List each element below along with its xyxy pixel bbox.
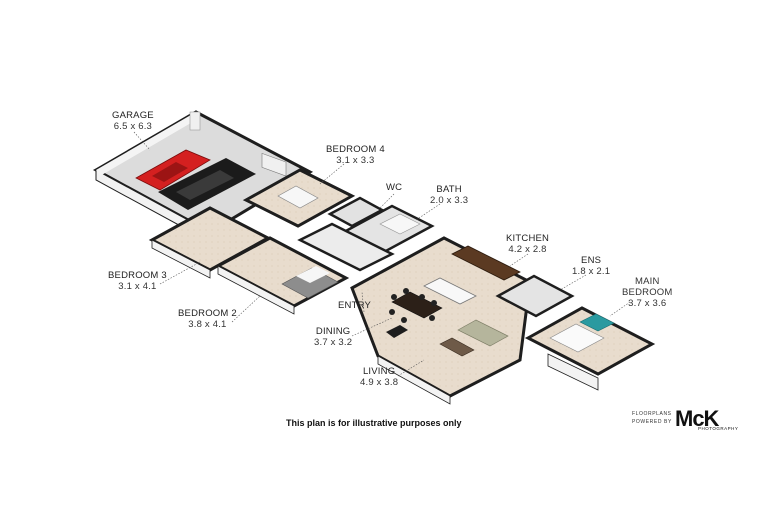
living-name: LIVING: [362, 366, 396, 377]
brand-line-2: POWERED BY: [632, 419, 672, 425]
main-bedroom-dims: 3.7 x 3.6: [628, 298, 667, 309]
bedroom-4-name: BEDROOM 4: [326, 144, 385, 155]
living-label: LIVING 4.9 x 3.8: [360, 366, 398, 388]
main-bedroom-room: [524, 306, 656, 391]
sofa: [457, 319, 509, 347]
mck-logo: McK: [675, 406, 719, 431]
ens-name: ENS: [581, 255, 602, 266]
brand-logo: FLOORPLANS POWERED BY McK PHOTOGRAPHY: [632, 406, 754, 433]
kitchen-label: KITCHEN 4.2 x 2.8: [506, 233, 549, 255]
bath-name: BATH: [436, 184, 462, 195]
bedroom-4-label: BEDROOM 4 3.1 x 3.3: [326, 144, 385, 166]
ensuite-room: [495, 274, 575, 318]
bedroom-2-name: BEDROOM 2: [178, 308, 237, 319]
main-bedroom-name-line2: BEDROOM: [622, 287, 673, 298]
living-dining-kitchen-area: [350, 236, 532, 405]
dining-label: DINING 3.7 x 3.2: [314, 326, 352, 348]
brand-sub: PHOTOGRAPHY: [698, 426, 739, 431]
garage-name: GARAGE: [112, 110, 154, 121]
dining-name: DINING: [315, 326, 351, 337]
bath-label: BATH 2.0 x 3.3: [430, 184, 468, 206]
dining-dims: 3.7 x 3.2: [314, 337, 353, 348]
black-car: [158, 158, 256, 210]
entry-label: ENTRY: [338, 300, 371, 311]
wc-label: WC: [386, 182, 402, 193]
bedroom-3-label: BEDROOM 3 3.1 x 4.1: [108, 270, 167, 292]
garage-label: GARAGE 6.5 x 6.3: [112, 110, 154, 132]
ens-label: ENS 1.8 x 2.1: [572, 255, 610, 277]
hallway: [297, 222, 395, 272]
bedroom-3-dims: 3.1 x 4.1: [118, 281, 157, 292]
red-car: [135, 149, 211, 191]
wc-name: WC: [386, 182, 403, 193]
kitchen-name: KITCHEN: [506, 233, 550, 244]
brand-line-1: FLOORPLANS: [632, 411, 672, 417]
ens-dims: 1.8 x 2.1: [572, 266, 611, 277]
bedroom-4-dims: 3.1 x 3.3: [336, 155, 375, 166]
bath-dims: 2.0 x 3.3: [430, 195, 469, 206]
kitchen-dims: 4.2 x 2.8: [508, 244, 547, 255]
main-bedroom-label: MAIN BEDROOM 3.7 x 3.6: [622, 276, 673, 309]
bedroom-2-dims: 3.8 x 4.1: [188, 319, 227, 330]
disclaimer-text: This plan is for illustrative purposes o…: [286, 418, 462, 428]
living-dims: 4.9 x 3.8: [360, 377, 399, 388]
entry-name: ENTRY: [338, 300, 372, 311]
bedroom-2-room: [214, 236, 350, 315]
main-bedroom-name-line1: MAIN: [634, 276, 660, 287]
bedroom-3-name: BEDROOM 3: [108, 270, 167, 281]
garage-dims: 6.5 x 6.3: [113, 121, 153, 132]
dining-table: [389, 288, 443, 323]
bedroom-2-label: BEDROOM 2 3.8 x 4.1: [178, 308, 237, 330]
